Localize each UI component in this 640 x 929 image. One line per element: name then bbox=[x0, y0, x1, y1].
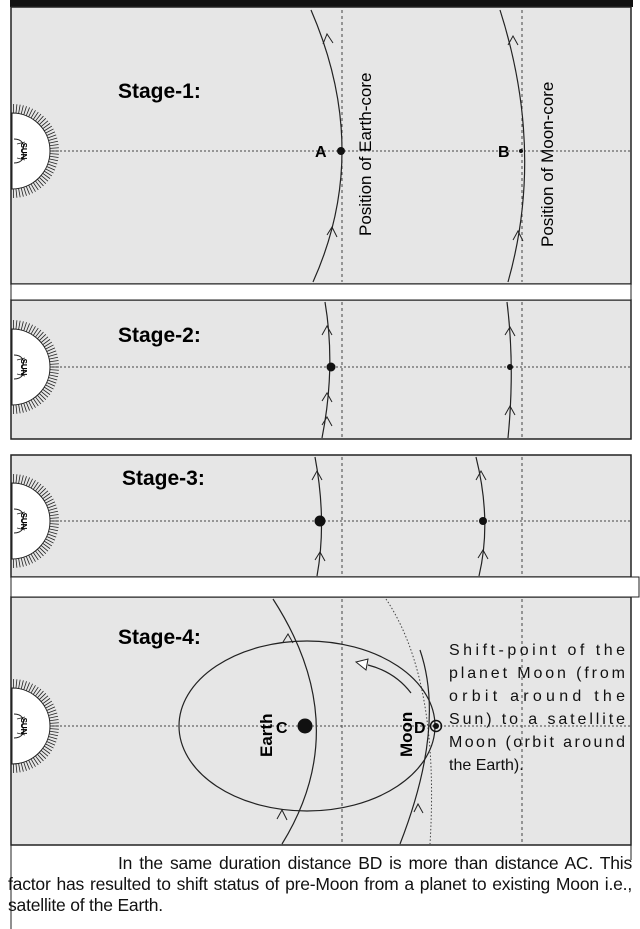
stage-2-title: Stage-2: bbox=[118, 324, 201, 347]
stage-4-panel bbox=[10, 596, 632, 846]
direction-arrow-icon bbox=[354, 658, 369, 671]
sun-label: SUN bbox=[19, 718, 28, 735]
note-line: the Earth). bbox=[449, 757, 524, 774]
label-b: B bbox=[498, 144, 510, 161]
stage-2-diagram: SUN Stage-2: bbox=[11, 301, 631, 439]
stage-4-title: Stage-4: bbox=[118, 626, 201, 649]
direction-arrow-icon bbox=[322, 32, 338, 238]
moon-core-point bbox=[479, 517, 487, 525]
stage-1-panel bbox=[10, 6, 632, 285]
caption: In the same duration distance BD is more… bbox=[8, 853, 632, 915]
direction-arrow-icon bbox=[504, 326, 516, 416]
label-d: D bbox=[414, 720, 426, 737]
moon-core-label: Position of Moon-core bbox=[538, 82, 557, 247]
sun-label: SUN bbox=[19, 513, 28, 530]
moon-label: Moon bbox=[397, 712, 416, 757]
moon-core-point-b bbox=[519, 149, 523, 153]
direction-arrow-icon bbox=[507, 34, 524, 242]
stage-3-diagram: SUN Stage-3: bbox=[11, 456, 631, 577]
earth-core-point bbox=[326, 362, 336, 372]
note-line: planet Moon (from bbox=[449, 665, 625, 682]
note-line: Sun) to a satellite bbox=[449, 711, 625, 728]
earth-label: Earth bbox=[257, 714, 276, 757]
earth-core-label: Position of Earth-core bbox=[356, 73, 375, 236]
direction-arrow-icon bbox=[311, 469, 326, 562]
moon-core-point bbox=[507, 364, 513, 370]
direction-arrow-icon bbox=[413, 802, 424, 814]
stage-1-diagram: SUN Stage-1: A B Position of Earth-core … bbox=[11, 9, 631, 283]
direction-arrow-icon bbox=[475, 469, 489, 560]
label-a: A bbox=[315, 144, 327, 161]
direction-arrow-icon bbox=[276, 633, 294, 821]
earth-core-point bbox=[314, 515, 326, 527]
earth-point-c bbox=[297, 718, 313, 734]
direction-arrow-icon bbox=[321, 324, 333, 427]
stage-2-panel bbox=[10, 299, 632, 440]
note-line: orbit around the bbox=[449, 688, 625, 705]
moon-point-d bbox=[429, 719, 443, 733]
note-line: Moon (orbit around bbox=[449, 734, 625, 751]
stage-3-title: Stage-3: bbox=[122, 467, 205, 490]
earth-core-point-a bbox=[337, 147, 345, 155]
sun-label: SUN bbox=[19, 143, 28, 160]
label-c: C bbox=[276, 720, 288, 737]
sun-label: SUN bbox=[19, 359, 28, 376]
stage-1-title: Stage-1: bbox=[118, 80, 201, 103]
